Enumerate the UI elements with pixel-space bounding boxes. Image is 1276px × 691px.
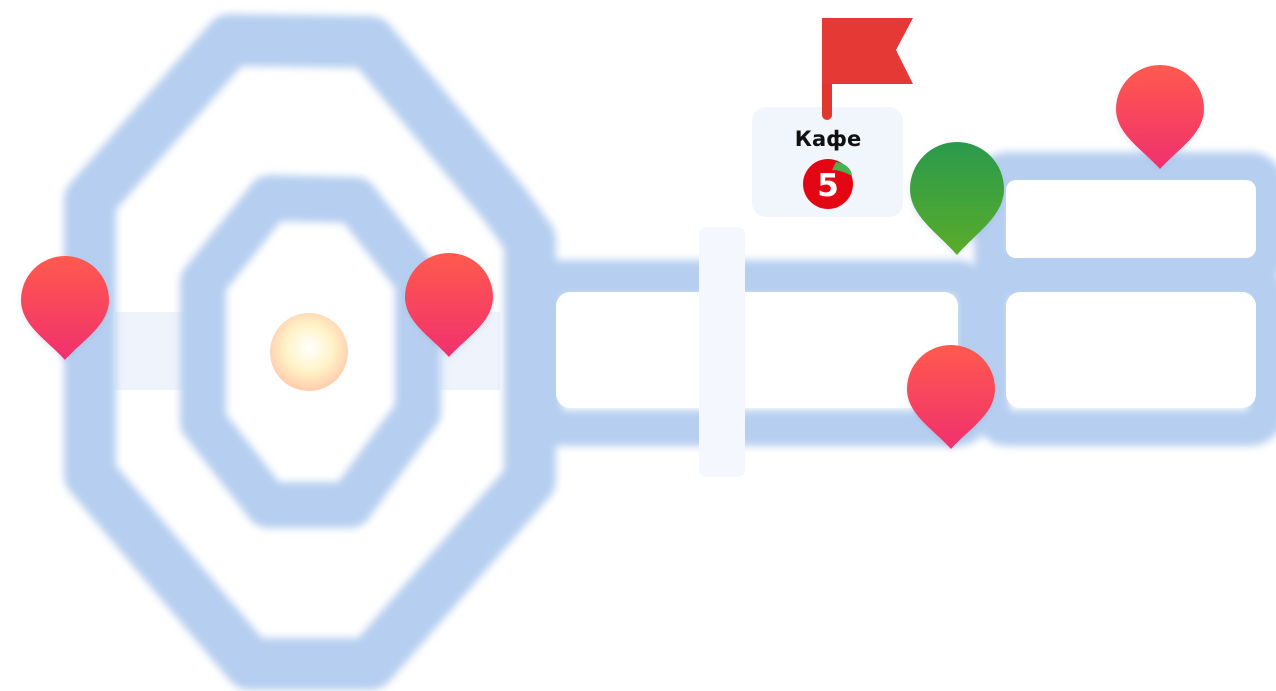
map-pin-top-right[interactable] xyxy=(1116,65,1204,169)
store-logo-icon: 5 xyxy=(803,159,853,209)
room-middle xyxy=(556,292,958,408)
map-pin-green-destination[interactable] xyxy=(910,142,1004,255)
map-pin-icon xyxy=(21,256,109,360)
current-location-icon[interactable] xyxy=(270,313,348,391)
store-logo-text: 5 xyxy=(817,168,839,204)
corridor-inner-ring xyxy=(180,175,441,528)
corridor-block-right-bottom xyxy=(974,262,1276,446)
room-right-top xyxy=(1006,180,1256,258)
walkway-left xyxy=(115,312,185,390)
store-marker[interactable]: Кафе 5 xyxy=(752,18,913,217)
map-pin-icon xyxy=(910,142,1004,255)
corridor-outer-ring xyxy=(64,14,556,690)
store-label: Кафе xyxy=(795,127,861,151)
walkway-vertical-overlay xyxy=(699,227,745,477)
map-pin-icon xyxy=(405,253,493,357)
map-pin-icon xyxy=(1116,65,1204,169)
map-pin-corridor[interactable] xyxy=(907,345,995,449)
map-pin-icon xyxy=(907,345,995,449)
map-pin-left-outer[interactable] xyxy=(21,256,109,360)
flag-icon xyxy=(822,18,913,120)
map-pin-left-inner[interactable] xyxy=(405,253,493,357)
rooms xyxy=(556,180,1256,477)
room-right-bottom xyxy=(1006,292,1256,408)
